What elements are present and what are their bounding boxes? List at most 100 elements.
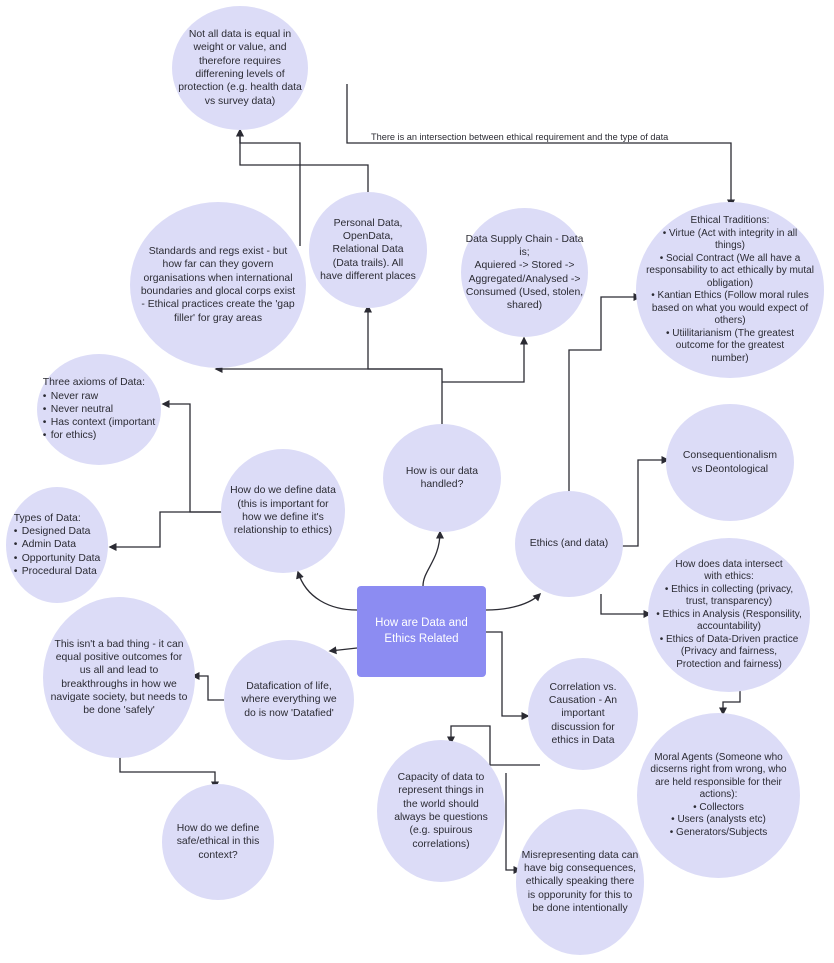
node-line: boundaries and glocal corps exist	[140, 286, 296, 297]
connector-definedata-to-types	[108, 511, 222, 551]
connector-personal-to-equal	[236, 128, 369, 193]
node-equal-weight[interactable]: Not all data is equal in weight or value…	[172, 6, 308, 130]
node-line: Correlation vs.	[549, 681, 617, 693]
list-item: Never neutral	[43, 403, 156, 417]
node-line: correlations)	[412, 838, 470, 850]
node-personal-data[interactable]: Personal Data, OpenData, Relational Data…	[309, 192, 427, 308]
node-line: do is now 'Datafied'	[244, 707, 334, 719]
node-line: This isn't a bad thing - it can	[54, 638, 184, 650]
connector-handled-to-standards	[214, 365, 443, 427]
node-line: Aggregated/Analysed ->	[468, 273, 581, 285]
connector-equal-to-traditions	[346, 84, 735, 208]
node-line: trust, transparency)	[685, 596, 773, 608]
connector-correlation-to-capacity	[447, 725, 540, 766]
node-line: where everything we	[241, 694, 337, 706]
connector-capacity-to-misrepresenting	[505, 773, 522, 874]
node-line: things)	[714, 240, 745, 251]
node-line: Not all data is equal in	[188, 29, 292, 41]
node-line: • Ethics of Data-Driven practice	[659, 633, 799, 645]
node-line: obligation)	[706, 277, 754, 289]
node-line: represent things in	[398, 785, 484, 797]
connector-ethics-to-intersect	[600, 594, 652, 618]
node-line: OpenData,	[342, 231, 394, 243]
node-three-axioms[interactable]: Three axioms of Data: Never raw Never ne…	[37, 354, 161, 465]
node-line: filler' for gray areas	[173, 312, 263, 324]
node-line: vs survey data)	[204, 95, 276, 107]
node-intersect[interactable]: How does data intersect with ethics: • E…	[648, 538, 810, 692]
node-types-of-data[interactable]: Types of Data: Designed Data Admin Data …	[6, 487, 108, 603]
node-line: safe/ethical in this	[176, 836, 260, 848]
node-line: • Generators/Subjects	[669, 826, 768, 838]
node-line: responsability to act ethically by mutal	[646, 265, 814, 276]
node-line: the world should	[403, 798, 479, 810]
node-line: Aquiered -> Stored ->	[474, 260, 575, 272]
node-safe-ethical[interactable]: How do we define safe/ethical in this co…	[162, 784, 274, 900]
node-line: equal positive outcomes for	[55, 651, 183, 663]
node-line: ethics in Data	[551, 734, 615, 746]
connector-datafication-to-notbad	[191, 672, 224, 701]
list-item: for ethics)	[43, 429, 156, 443]
node-line: How does data intersect	[675, 558, 783, 570]
node-line: discussion for	[551, 721, 615, 733]
node-not-bad[interactable]: This isn't a bad thing - it can equal po…	[43, 597, 195, 758]
node-handled[interactable]: How is our data handled?	[383, 424, 501, 532]
node-line: number)	[711, 352, 749, 364]
node-correlation[interactable]: Correlation vs. Causation - An important…	[528, 658, 638, 770]
node-line: • Social Contract (We all have a	[659, 252, 801, 264]
node-line: • Ethics in Analysis (Responsility,	[656, 608, 802, 620]
node-supply-chain[interactable]: Data Supply Chain - Data is; Aquiered ->…	[461, 208, 588, 337]
node-moral-agents[interactable]: Moral Agents (Someone who dicserns right…	[637, 713, 800, 878]
node-line: have big consequences,	[523, 863, 637, 875]
node-misrepresenting[interactable]: Misrepresenting data can have big conseq…	[516, 809, 644, 955]
node-line: weight or value, and	[193, 42, 287, 54]
connector-center-to-handled	[422, 530, 444, 587]
node-line: Consequentionalism	[682, 450, 778, 462]
node-title: Three axioms of Data:	[42, 377, 145, 389]
node-line: navigate society, but needs to	[50, 691, 188, 703]
node-line: actions):	[699, 789, 738, 801]
node-line: (Privacy and fairness,	[680, 646, 778, 658]
connector-handled-to-personal	[364, 304, 442, 370]
node-line: shared)	[506, 300, 543, 312]
list-item: Designed Data	[14, 525, 101, 539]
node-datafication[interactable]: Datafication of life, where everything w…	[224, 640, 354, 760]
node-line: How do we define data	[230, 485, 336, 497]
node-capacity[interactable]: Capacity of data to represent things in …	[377, 740, 505, 882]
list-item: Has context (important	[43, 416, 156, 430]
node-line: therefore requires	[198, 55, 281, 67]
node-line: Protection and fairness)	[676, 658, 782, 670]
node-line: protection (e.g. health data	[178, 82, 302, 94]
node-line: how we define it's	[242, 512, 324, 523]
node-line: ethically speaking there	[525, 876, 635, 888]
node-line: others)	[714, 315, 746, 326]
connector-center-to-correlation	[486, 631, 530, 720]
node-ethics-and-data[interactable]: Ethics (and data)	[515, 491, 623, 597]
node-title: Ethical Traditions:	[690, 215, 770, 226]
node-line: Consumed (Used, stolen,	[465, 286, 584, 298]
node-line: • Kantian Ethics (Follow moral rules	[651, 290, 809, 301]
node-line: are held responsible for their	[655, 776, 782, 788]
node-line: How is our data	[405, 465, 479, 477]
node-ethical-traditions[interactable]: Ethical Traditions: • Virtue (Act with i…	[636, 202, 824, 378]
node-center-topic[interactable]: How are Data and Ethics Related	[357, 586, 486, 677]
node-line: • Utiilitarianism (The greatest	[666, 327, 794, 339]
node-line: relationship to ethics)	[233, 525, 333, 537]
node-line: How do we define	[176, 823, 260, 835]
node-consequentionalism[interactable]: Consequentionalism vs Deontological	[666, 404, 794, 521]
node-line: Relational Data	[332, 244, 404, 256]
node-line: context?	[198, 849, 238, 861]
node-standards[interactable]: Standards and regs exist - but how far c…	[130, 202, 306, 368]
connector-center-to-ethics	[485, 592, 542, 611]
types-list: Designed Data Admin Data Opportunity Dat…	[14, 525, 101, 579]
connector-notbad-to-safe	[119, 757, 219, 790]
node-line: vs Deontological	[691, 463, 769, 475]
node-line: Ethics (and data)	[529, 538, 609, 550]
node-define-data[interactable]: How do we define data (this is important…	[221, 449, 345, 573]
node-line: Standards and regs exist - but	[148, 246, 288, 258]
node-line: how far can they govern	[162, 259, 274, 271]
node-line: important	[561, 708, 605, 720]
node-line: • Users (analysts etc)	[671, 814, 766, 826]
node-line: Capacity of data to	[397, 772, 485, 784]
